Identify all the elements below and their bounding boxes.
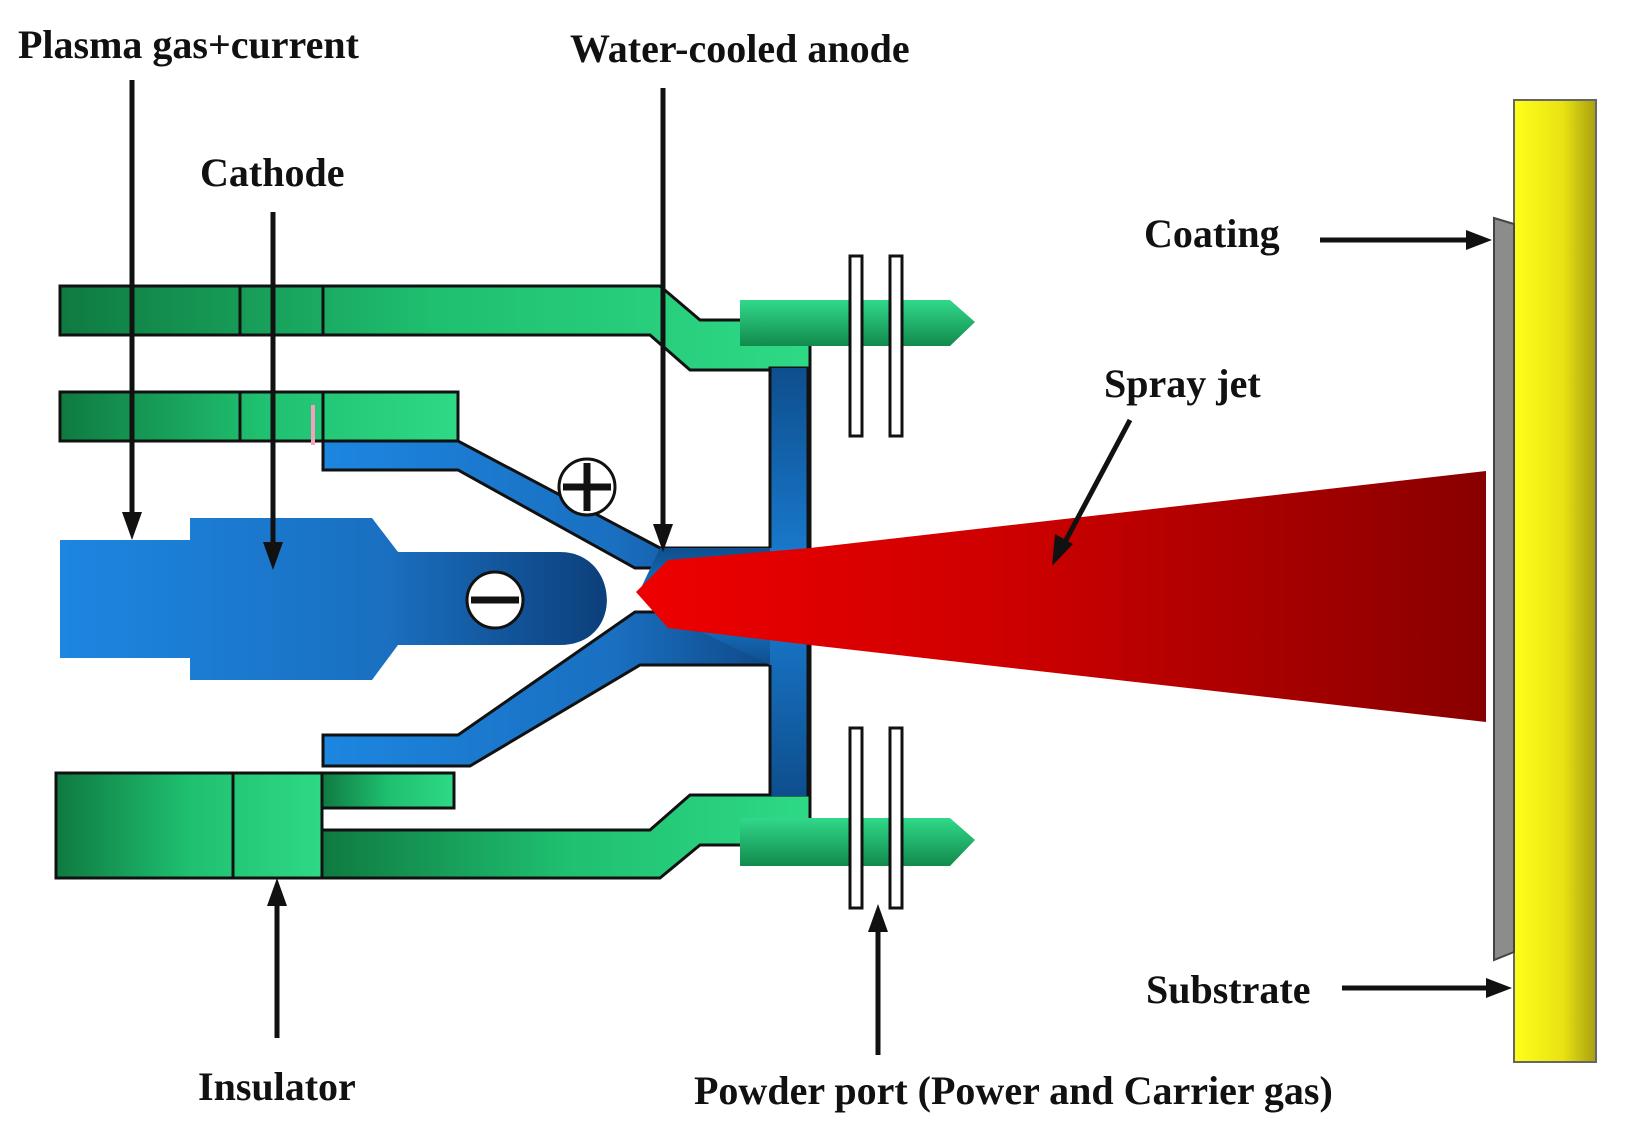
label-insulator: Insulator	[198, 1064, 356, 1109]
anode-arrow	[653, 88, 673, 552]
lower-insulator-block	[54, 771, 324, 880]
substrate	[1513, 99, 1597, 1063]
coating	[1493, 216, 1515, 962]
cathode-arrow	[263, 212, 283, 570]
minus-sign-icon	[465, 570, 525, 630]
plasma-gas-arrow	[122, 80, 142, 540]
insulator-arrow	[267, 878, 287, 1038]
upper-outer-housing	[58, 284, 812, 372]
plus-sign-icon	[557, 457, 617, 517]
spray-jet-arrow	[1052, 418, 1133, 566]
label-water-cooled-anode: Water-cooled anode	[570, 26, 910, 71]
powder-port-tube[interactable]	[848, 254, 864, 438]
label-coating: Coating	[1144, 211, 1280, 256]
upper-inner-insulator	[58, 390, 460, 443]
substrate-arrow	[1342, 978, 1512, 998]
powder-port-tube[interactable]	[888, 726, 904, 910]
cathode-body	[60, 518, 607, 680]
lower-inner-insulator	[320, 771, 456, 810]
seal-mark	[311, 405, 315, 445]
powder-port-tube[interactable]	[888, 254, 904, 438]
label-cathode: Cathode	[200, 150, 344, 195]
label-plasma-gas: Plasma gas+current	[18, 22, 360, 67]
coating-arrow	[1320, 230, 1492, 250]
powder-port-arrow	[868, 904, 888, 1055]
label-spray-jet: Spray jet	[1104, 361, 1261, 406]
powder-port-tube[interactable]	[848, 726, 864, 910]
label-powder-port: Powder port (Power and Carrier gas)	[694, 1068, 1333, 1113]
label-substrate: Substrate	[1146, 967, 1310, 1012]
spray-jet	[636, 471, 1486, 722]
